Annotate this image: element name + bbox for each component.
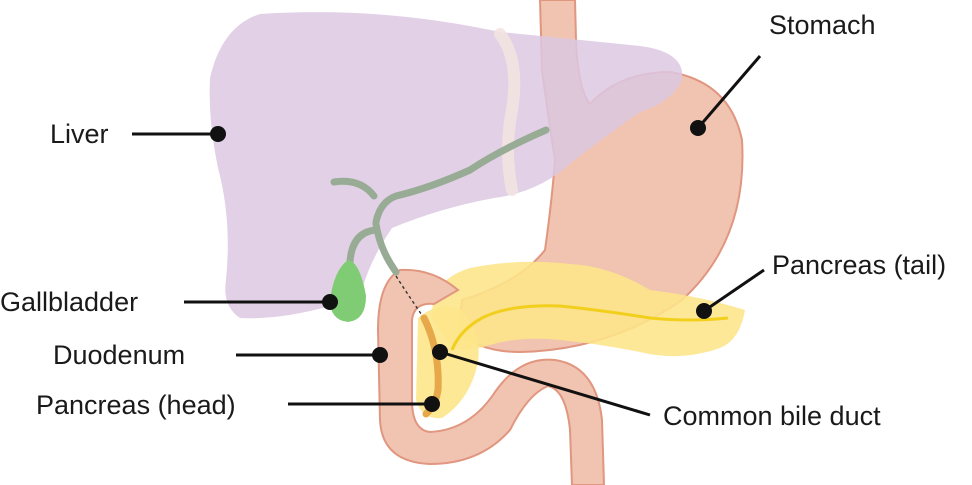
bile-ducts: [330, 126, 550, 418]
leader-line-pancreas-tail: [703, 268, 765, 313]
gallbladder-shape: [330, 260, 366, 322]
hepatic-duct-left: [330, 177, 378, 200]
label-duodenum: Duodenum: [53, 340, 185, 370]
duodenum: [376, 268, 606, 485]
leader-lines: [132, 55, 765, 417]
gallbladder: [330, 260, 366, 322]
liver-shape: [209, 12, 683, 319]
dot-duodenum: [372, 347, 388, 363]
hepatic-duct-right: [372, 126, 550, 226]
dot-pancreas-head: [424, 396, 440, 412]
cystic-duct: [346, 226, 380, 266]
label-pancreas-tail: Pancreas (tail): [772, 250, 946, 280]
common-bile-duct-upper: [372, 220, 400, 276]
liver: [209, 12, 683, 319]
label-liver: Liver: [50, 119, 109, 149]
dot-gallbladder: [322, 294, 338, 310]
dot-pancreas-tail: [696, 303, 712, 319]
label-common-bile-duct: Common bile duct: [663, 401, 881, 431]
dot-stomach: [690, 120, 706, 136]
label-pancreas-head: Pancreas (head): [36, 390, 236, 420]
leader-line-stomach: [696, 55, 762, 129]
label-stomach: Stomach: [769, 10, 876, 40]
common-bile-duct-hidden: [395, 275, 425, 319]
dot-liver: [210, 126, 226, 142]
pancreatic-duct: [450, 304, 729, 351]
dot-common-bile-duct: [432, 344, 448, 360]
label-gallbladder: Gallbladder: [0, 287, 138, 317]
leader-line-common-bile-duct: [439, 350, 651, 417]
duodenum-loop: [376, 268, 606, 485]
falciform-ligament: [494, 28, 521, 196]
pancreatic-duct-line: [450, 304, 729, 351]
leader-dots: [210, 120, 712, 412]
